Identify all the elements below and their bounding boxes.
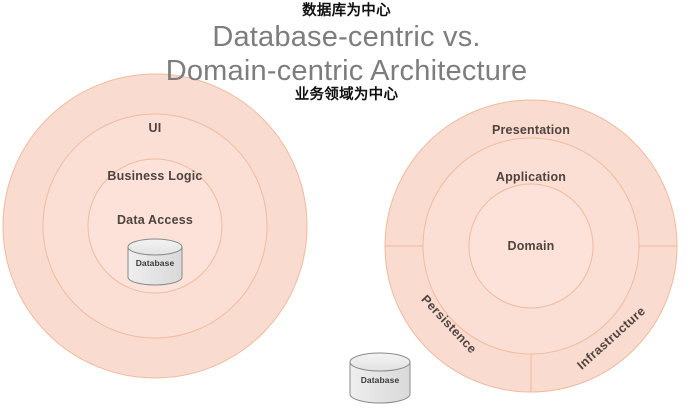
cylinder-top — [127, 238, 183, 256]
ring-label-business-logic: Business Logic — [107, 169, 202, 183]
cylinder-body — [349, 361, 411, 404]
ring-label-domain: Domain — [507, 239, 554, 253]
ring-label-ui: UI — [149, 121, 162, 135]
ring-label-presentation: Presentation — [492, 123, 570, 137]
page-title-line-2: Domain-centric Architecture — [165, 55, 528, 88]
domain-centric-diagram: Presentation Application Domain Persiste… — [384, 99, 678, 393]
database-cylinder-detached[interactable]: Database — [349, 352, 411, 404]
database-label-detached: Database — [361, 375, 400, 385]
cylinder-body — [127, 246, 183, 286]
ring-data-access[interactable] — [87, 158, 223, 294]
ring-domain[interactable] — [468, 183, 594, 309]
database-centric-diagram: UI Business Logic Data Access Database — [2, 73, 308, 379]
ring-label-application: Application — [496, 170, 566, 184]
annotation-database-centric: 数据库为中心 — [302, 3, 391, 19]
database-label-inner: Database — [136, 258, 175, 268]
ring-label-data-access: Data Access — [117, 213, 193, 227]
page-title-line-1: Database-centric vs. — [212, 21, 481, 53]
annotation-domain-centric: 业务领域为中心 — [294, 87, 399, 103]
database-cylinder-inner[interactable]: Database — [127, 238, 183, 286]
cylinder-top — [349, 352, 411, 372]
page-title: Database-centric vs. Domain-centric Arch… — [0, 20, 693, 88]
